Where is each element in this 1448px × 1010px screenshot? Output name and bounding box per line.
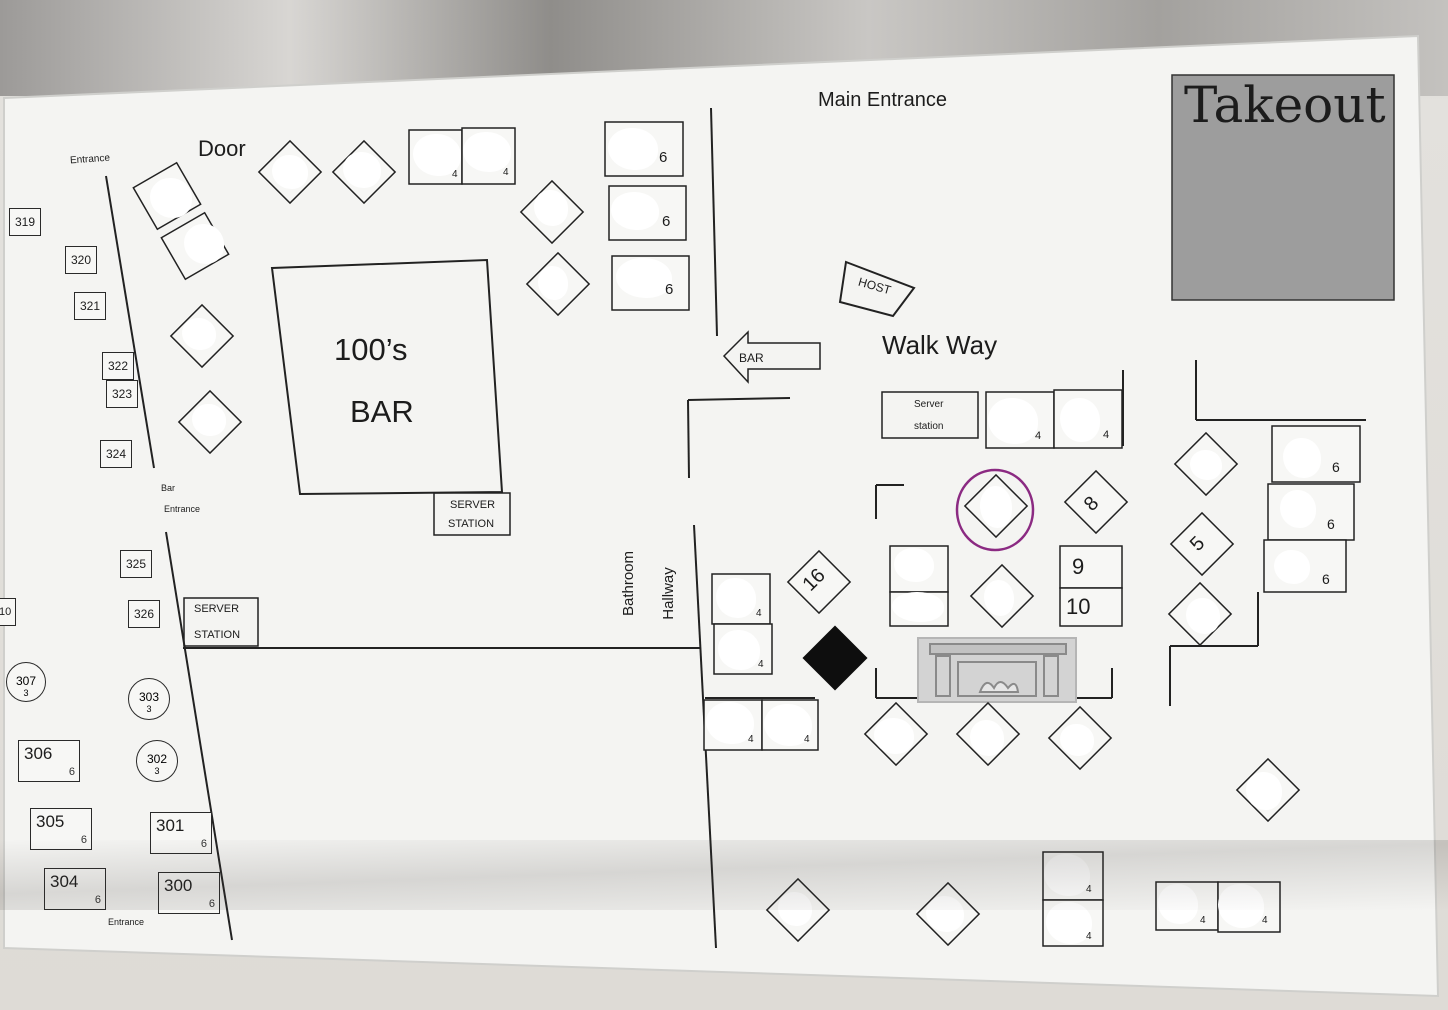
bar-entrance-line1: Bar (161, 483, 176, 493)
bar-entrance-line2: Entrance (164, 504, 201, 514)
bar-word-label: BAR (350, 394, 414, 429)
takeout-title: Takeout (1184, 76, 1386, 134)
walk-way-label: Walk Way (882, 330, 998, 360)
server-station-bar (433, 492, 511, 536)
cap-mark: 4 (1200, 915, 1206, 926)
cap-mark: 4 (1262, 915, 1268, 926)
table-325[interactable]: 325 (120, 550, 152, 578)
cap-mark: 4 (804, 734, 810, 745)
table-10[interactable]: 10 (1066, 594, 1091, 619)
cap-mark: 4 (756, 608, 762, 619)
cap-mark: 6 (665, 281, 674, 298)
cap-mark: 4 (748, 734, 754, 745)
server-station-bar-line1: SERVER (450, 499, 496, 511)
cap-mark: 6 (1322, 571, 1330, 587)
server-station-small-line2: station (914, 421, 944, 432)
cap-mark: 4 (1035, 430, 1042, 442)
cap-mark: 4 (503, 167, 509, 178)
cap-mark: 4 (1103, 429, 1110, 441)
table-326[interactable]: 326 (128, 600, 160, 628)
circle-highlight (955, 468, 1035, 552)
bar-arrow (722, 330, 821, 384)
server-station-small-line1: Server (914, 399, 944, 410)
bathroom-label: Bathroom (620, 550, 638, 617)
black-marker (802, 625, 868, 691)
cap-mark: 6 (662, 213, 671, 230)
server-station-bar-line2: STATION (448, 518, 495, 530)
bar-name-label: 100’s (334, 332, 408, 367)
main-entrance-label: Main Entrance (818, 89, 947, 111)
server-station-left (183, 597, 259, 647)
table-320[interactable]: 320 (65, 246, 97, 274)
table-10-left[interactable]: 10 (0, 598, 16, 626)
fireplace (917, 637, 1077, 703)
hallway-label: Hallway (659, 567, 677, 620)
cap-mark: 4 (452, 169, 458, 180)
table-322[interactable]: 322 (102, 352, 134, 380)
wall-lines (105, 107, 1366, 949)
bar-counter (270, 258, 504, 496)
cap-mark: 6 (1327, 516, 1335, 532)
bar-arrow-label: BAR (739, 351, 764, 365)
server-station-left-line2: STATION (194, 629, 241, 641)
host-stand (838, 260, 916, 318)
cap-mark: 6 (659, 149, 668, 166)
table-319[interactable]: 319 (9, 208, 41, 236)
door-label: Door (198, 136, 246, 161)
takeout-area (1171, 74, 1395, 301)
cap-mark: 4 (1086, 884, 1092, 895)
table-321[interactable]: 321 (74, 292, 106, 320)
table-9[interactable]: 9 (1072, 554, 1085, 579)
entrance-bottom-label: Entrance (108, 917, 145, 927)
table-324[interactable]: 324 (100, 440, 132, 468)
cap-mark: 6 (1332, 459, 1340, 475)
server-station-small (881, 391, 979, 439)
cap-mark: 4 (758, 659, 764, 670)
cap-mark: 4 (1086, 931, 1092, 942)
table-323[interactable]: 323 (106, 380, 138, 408)
server-station-left-line1: SERVER (194, 603, 240, 615)
